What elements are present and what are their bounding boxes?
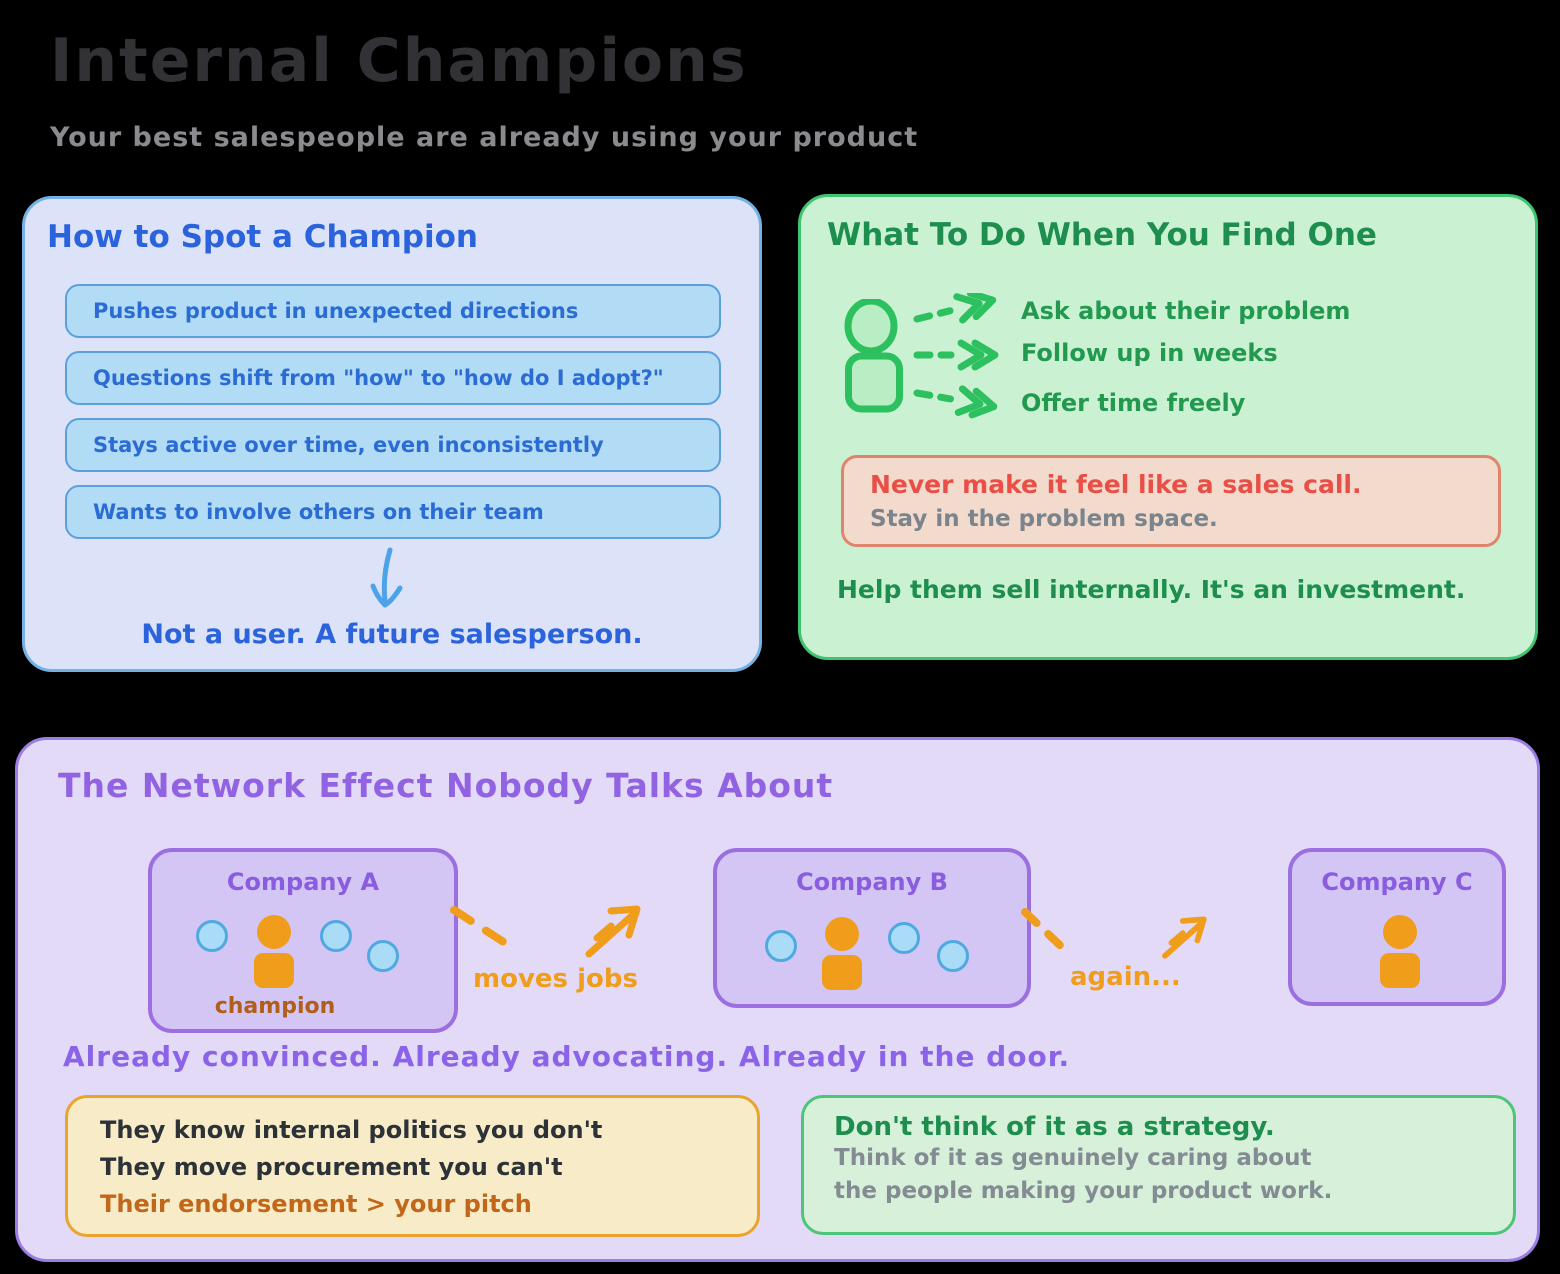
teammate-dot-icon xyxy=(888,922,920,954)
network-tagline: Already convinced. Already advocating. A… xyxy=(63,1040,1071,1073)
teammate-dot-icon xyxy=(320,920,352,952)
spot-conclusion: Not a user. A future salesperson. xyxy=(141,619,643,650)
down-arrow-icon xyxy=(370,547,403,608)
action-panel: What To Do When You Find One Ask abo xyxy=(798,194,1538,660)
mindset-title: Don't think of it as a strategy. xyxy=(834,1112,1275,1142)
page-subtitle: Your best salespeople are already using … xyxy=(50,122,919,153)
network-panel: The Network Effect Nobody Talks About Co… xyxy=(15,737,1540,1262)
teammate-dot-icon xyxy=(196,920,228,952)
action-bullet-ask: Ask about their problem xyxy=(1021,297,1351,325)
why-line-politics: They know internal politics you don't xyxy=(100,1116,603,1144)
action-panel-title: What To Do When You Find One xyxy=(827,217,1377,253)
mindset-line-1: Think of it as genuinely caring about xyxy=(834,1145,1312,1171)
transition-trail-icon xyxy=(1021,908,1070,955)
spot-item-involves-others: Wants to involve others on their team xyxy=(65,485,721,539)
champion-avatar-icon xyxy=(822,917,862,990)
action-bullet-follow-up: Follow up in weeks xyxy=(1021,339,1278,367)
mindset-box: Don't think of it as a strategy. Think o… xyxy=(801,1095,1516,1235)
transition-plane-icon xyxy=(1162,916,1207,959)
company-card-a: Company A champion xyxy=(148,848,458,1033)
warning-primary-text: Never make it feel like a sales call. xyxy=(870,470,1362,499)
company-a-name: Company A xyxy=(226,868,380,896)
spot-item-questions-shift: Questions shift from "how" to "how do I … xyxy=(65,351,721,405)
champion-avatar-icon xyxy=(254,915,294,988)
action-footer: Help them sell internally. It's an inves… xyxy=(837,575,1466,604)
company-b-name: Company B xyxy=(796,868,948,896)
champion-label: champion xyxy=(214,994,336,1019)
why-box: They know internal politics you don't Th… xyxy=(65,1095,760,1237)
champion-avatar-icon xyxy=(1380,915,1420,988)
page-title: Internal Champions xyxy=(50,26,748,96)
transition-trail-icon xyxy=(450,906,520,954)
teammate-dot-icon xyxy=(367,940,399,972)
company-c-name: Company C xyxy=(1321,868,1473,896)
teammate-dot-icon xyxy=(765,930,797,962)
transition-label-again: again... xyxy=(1070,962,1181,992)
warning-secondary-text: Stay in the problem space. xyxy=(870,506,1218,532)
spot-item-unexpected-directions: Pushes product in unexpected directions xyxy=(65,284,721,338)
why-line-endorsement: Their endorsement > your pitch xyxy=(100,1190,532,1218)
mindset-line-2: the people making your product work. xyxy=(834,1178,1333,1204)
teammate-dot-icon xyxy=(937,940,969,972)
spot-item-stays-active: Stays active over time, even inconsisten… xyxy=(65,418,721,472)
outreach-arrows-icon xyxy=(913,293,999,419)
action-bullet-offer-time: Offer time freely xyxy=(1021,389,1246,417)
transition-label-moves-jobs: moves jobs xyxy=(473,964,638,994)
champion-person-outline-icon xyxy=(844,299,903,413)
warning-box: Never make it feel like a sales call. St… xyxy=(841,455,1501,547)
network-panel-title: The Network Effect Nobody Talks About xyxy=(58,766,834,805)
why-line-procurement: They move procurement you can't xyxy=(100,1153,563,1181)
company-card-b: Company B xyxy=(713,848,1031,1008)
company-card-c: Company C xyxy=(1288,848,1506,1006)
spot-champion-panel: How to Spot a Champion Pushes product in… xyxy=(22,196,762,672)
spot-panel-title: How to Spot a Champion xyxy=(47,219,478,255)
transition-plane-icon xyxy=(585,905,641,958)
